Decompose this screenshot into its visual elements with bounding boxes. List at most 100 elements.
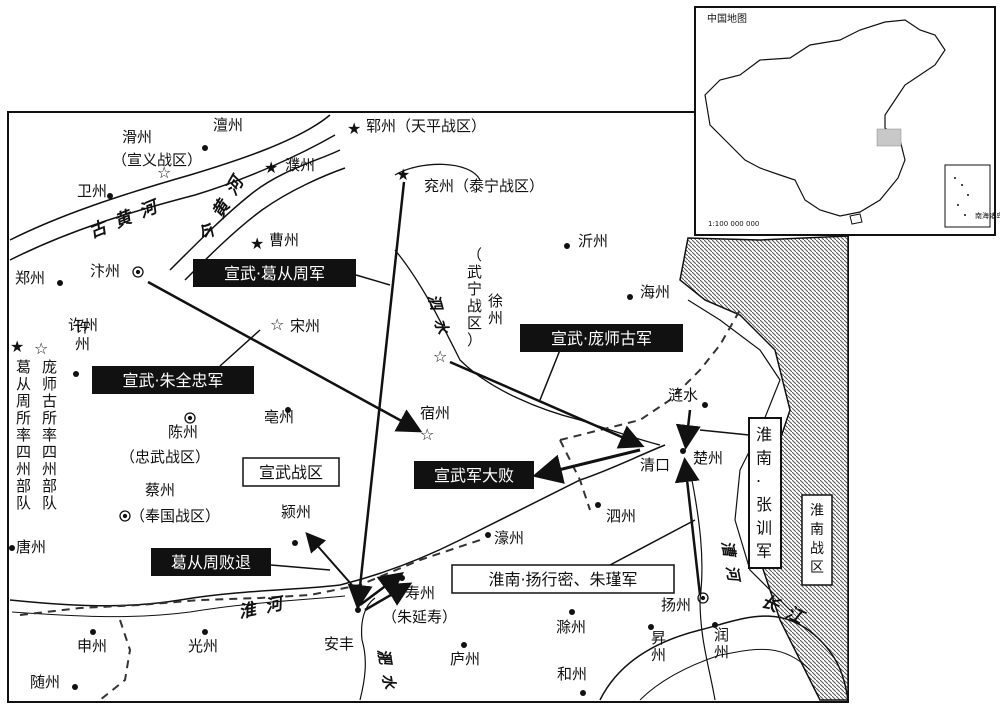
svg-text:☆: ☆ — [157, 163, 171, 182]
place-runzhou: 润州 — [714, 626, 729, 661]
place-guangzhou: 光州 — [188, 637, 218, 655]
modern-yellow-river-bank — [184, 167, 346, 281]
leader-ge-retreat — [270, 564, 331, 571]
place-bianzhou: 汴州 — [90, 262, 120, 280]
star-markers: ★ ★ ★ ★ ★ ☆ ☆ ☆ ☆ ☆ — [10, 119, 447, 444]
fei-river — [359, 597, 376, 701]
river-feishui: 淝水 — [374, 648, 400, 700]
boundary-dashed-3 — [99, 619, 132, 701]
army-label-text: 宣武·朱全忠军 — [122, 371, 223, 390]
yangtze-river — [599, 615, 849, 701]
place-bozhou: 亳州 — [264, 408, 294, 426]
place-labels: 滑州（宣义战区）卫州澶州郓州（天平战区）濮州兖州（泰宁战区）曹州沂州郑州汴州海州… — [15, 116, 723, 691]
south-sea-box — [944, 164, 991, 228]
leader-ge — [355, 274, 391, 286]
place-xuanyi: （宣义战区） — [112, 151, 202, 169]
inset-highlight — [876, 128, 902, 147]
cao-canal — [689, 469, 716, 701]
vertical-boxed-labels: 淮南战区 — [801, 494, 833, 586]
place-wuning: （武宁战区） — [467, 246, 482, 349]
inset-map: 中国地图 南海诸岛 1:100 000 000 — [694, 6, 1000, 236]
capital-markers — [119, 266, 709, 604]
place-fengguo: （奉国战区） — [130, 507, 220, 525]
svg-text:☆: ☆ — [34, 339, 48, 358]
place-zhengzhou: 郑州 — [15, 269, 45, 287]
army-label-bianjun_pang: 宣武·庞师古军 — [520, 324, 683, 352]
inset-title: 中国地图 — [707, 12, 747, 25]
boxed-label-xuanwu_zhanqu: 宣武战区 — [242, 457, 340, 487]
place-chuzhou2: 滁州 — [556, 618, 586, 636]
leader-zhang — [699, 429, 750, 436]
arrow-lianshui — [675, 409, 701, 450]
army-label-xuanwu_dabai: 宣武军大败 — [414, 461, 534, 489]
river-sishui: 泗水 — [424, 292, 454, 345]
inset-scale: 1:100 000 000 — [708, 220, 759, 228]
china-outline — [704, 19, 946, 217]
place-caizhou: 蔡州 — [145, 481, 175, 499]
river-gu_huanghe: 古黄河 — [86, 194, 169, 243]
place-songzhou: 宋州 — [290, 317, 320, 335]
svg-text:★: ★ — [396, 165, 410, 184]
river-huaihe: 淮河 — [237, 592, 294, 623]
place-weizhou: 卫州 — [77, 182, 107, 200]
arrow-pang-to-qingkou — [449, 360, 645, 449]
place-yingzhou: 颍州 — [281, 503, 311, 521]
place-chenzhou: 陈州 — [168, 423, 198, 441]
svg-text:★: ★ — [10, 337, 24, 356]
place-anfeng: 安丰 — [324, 635, 354, 653]
place-xuzhou: 许州 — [68, 316, 98, 334]
boundary-dashed-1 — [559, 309, 741, 441]
left-column-labels: 庞师古所率四州部队 葛从周所率四州部队 — [16, 358, 57, 512]
place-lianshui: 涟水 — [668, 386, 698, 404]
place-yanzhou: 兖州（泰宁战区） — [424, 177, 544, 195]
army-label-bianjun_zhu: 宣武·朱全忠军 — [92, 366, 254, 394]
arrow-ge-retreat — [305, 531, 353, 586]
army-label-text: 宣武·庞师古军 — [551, 329, 652, 348]
yangtze-bank — [639, 648, 811, 701]
boundary-dashed-2 — [19, 539, 481, 616]
svg-text:☆: ☆ — [433, 347, 447, 366]
svg-text:★: ★ — [250, 234, 264, 253]
place-tangzhou: 唐州 — [16, 538, 46, 556]
hainan — [849, 213, 863, 225]
boxed-label-text: 淮南·扬行密、朱瑾军 — [488, 570, 637, 589]
place-xuzhou_v: 徐州 — [488, 292, 503, 327]
place-chanzhou: 澶州 — [213, 116, 243, 134]
boxed-label-huainan_yang: 淮南·扬行密、朱瑾军 — [451, 564, 675, 594]
army-label-text: 葛从周败退 — [171, 553, 251, 572]
arrow-shouzhou-2 — [364, 582, 413, 612]
place-zhuyanshou: （朱延寿） — [382, 608, 457, 626]
leader-pang — [539, 349, 561, 401]
army-label-text: 宣武·葛从周军 — [224, 264, 325, 283]
place-caozhou: 曹州 — [269, 231, 299, 249]
river-jin_huanghe: 今黄河 — [195, 165, 253, 245]
modern-yellow-river — [169, 149, 341, 271]
vertical-army-labels: 淮南·张训军 — [748, 417, 782, 569]
vertical-boxed-label-text: 淮南战区 — [810, 503, 824, 576]
leader-zhu — [219, 329, 261, 367]
river-caohe: 漕河 — [718, 540, 744, 592]
place-luzhou: 庐州 — [450, 650, 480, 668]
svg-text:☆: ☆ — [420, 425, 434, 444]
leader-yang — [609, 519, 696, 566]
huai-river-bank — [11, 595, 346, 618]
place-yangzhou: 扬州 — [661, 596, 691, 614]
arrow-ge-yanzhou-to-anfeng — [347, 181, 406, 610]
arrow-shouzhou-1 — [359, 572, 404, 606]
place-chuzhou: 楚州 — [693, 449, 723, 467]
army-label-bianjun_ge: 宣武·葛从周军 — [193, 259, 356, 287]
place-sizhou: 泗州 — [606, 507, 636, 525]
place-shenzhou: 申州 — [77, 637, 107, 655]
svg-text:☆: ☆ — [270, 315, 284, 334]
place-haizhou: 海州 — [640, 283, 670, 301]
left-col-ge: 葛从周所率四州部队 — [16, 358, 31, 512]
vertical-army-label-huainan_zhang: 淮南·张训军 — [748, 417, 782, 569]
svg-text:★: ★ — [347, 119, 361, 138]
place-zhongwu: （忠武战区） — [120, 448, 210, 466]
place-huazhou: 滑州 — [122, 128, 152, 146]
place-suizhou: 随州 — [30, 673, 60, 691]
